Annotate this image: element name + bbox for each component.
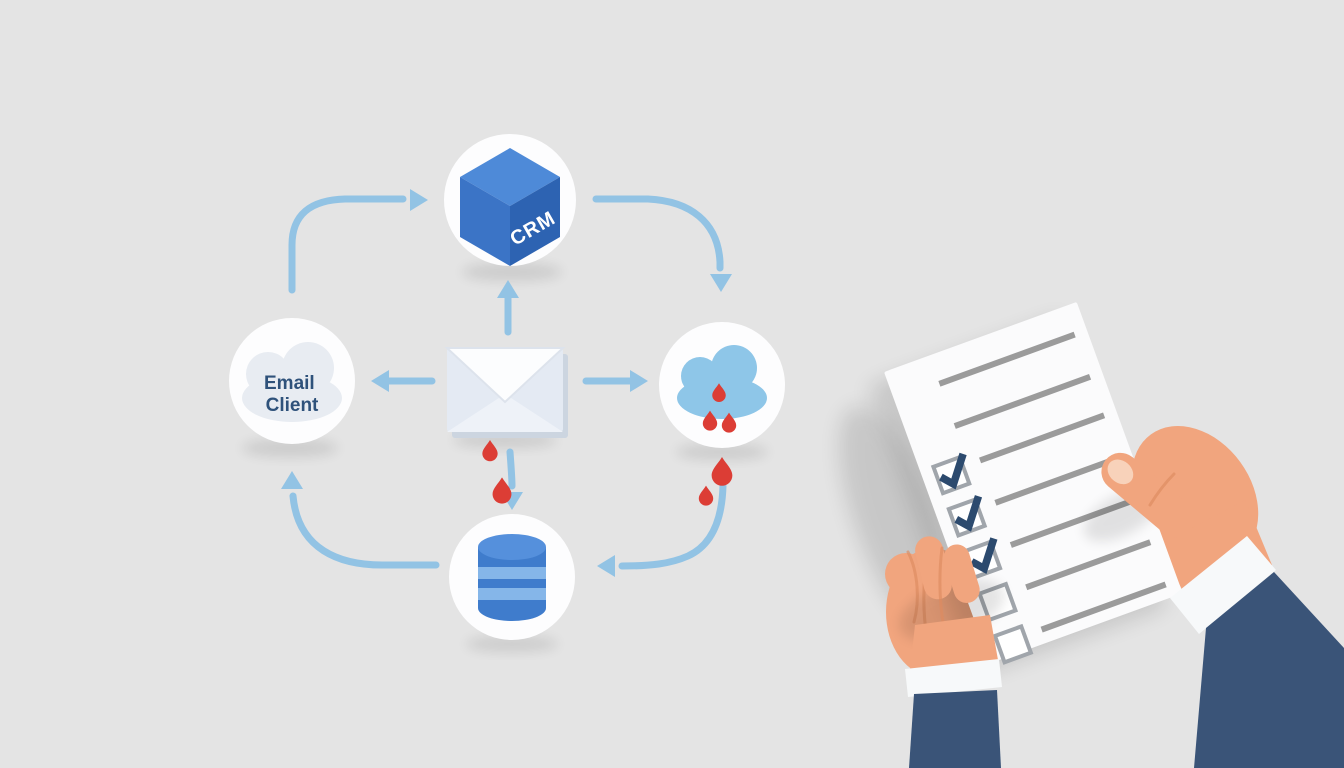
database-icon bbox=[478, 534, 546, 621]
flow-diagram: CRM Email Client bbox=[229, 134, 785, 652]
crm-shadow bbox=[462, 263, 562, 281]
checklist-illustration bbox=[839, 302, 1344, 768]
left-sleeve bbox=[909, 690, 1001, 768]
email-shadow bbox=[242, 439, 338, 457]
checkbox bbox=[992, 623, 1034, 665]
checklist-line bbox=[1040, 581, 1167, 633]
left-arm bbox=[905, 615, 1002, 768]
checkmark-icon bbox=[939, 452, 967, 490]
checklist-line bbox=[979, 412, 1106, 464]
email-client-label: Email Client bbox=[264, 373, 320, 416]
checklist-row bbox=[938, 331, 1076, 387]
checklist-line bbox=[953, 373, 1092, 429]
arrow-raincloud-to-database bbox=[597, 482, 727, 577]
arrow-envelope-to-email bbox=[371, 370, 436, 392]
rain-shadow bbox=[676, 444, 768, 460]
node-email-client: Email Client bbox=[229, 318, 355, 444]
thumbnail bbox=[1107, 459, 1134, 485]
right-thumb bbox=[1101, 452, 1195, 538]
arrow-crm-to-raincloud bbox=[592, 195, 732, 292]
checkmark-icon bbox=[954, 495, 983, 532]
checklist-line bbox=[1025, 539, 1152, 591]
arrow-email-to-crm bbox=[288, 189, 428, 294]
arrow-envelope-to-raincloud bbox=[582, 370, 648, 392]
envelope-icon bbox=[444, 347, 568, 438]
cloud-icon bbox=[242, 342, 342, 422]
cube-icon bbox=[460, 148, 560, 266]
checklist-line bbox=[994, 454, 1121, 506]
email-label-line2: Client bbox=[266, 395, 319, 416]
checklist-row bbox=[946, 454, 1121, 538]
checklist-line bbox=[938, 331, 1076, 387]
rain-cloud-icon bbox=[677, 345, 767, 419]
checklist-row bbox=[953, 373, 1092, 429]
node-database bbox=[449, 514, 575, 640]
left-cuff bbox=[905, 659, 1002, 697]
node-rain-cloud bbox=[659, 322, 785, 448]
left-wrist bbox=[910, 615, 998, 670]
checklist-row bbox=[930, 412, 1106, 496]
right-arm bbox=[1170, 536, 1344, 768]
arrow-database-to-email bbox=[281, 471, 440, 569]
right-cuff bbox=[1170, 536, 1276, 634]
right-sleeve bbox=[1194, 572, 1344, 768]
arrow-envelope-to-crm bbox=[497, 280, 519, 336]
email-label-line1: Email bbox=[264, 373, 315, 394]
checklist-row bbox=[992, 581, 1167, 665]
database-shadow bbox=[466, 636, 558, 652]
node-crm: CRM bbox=[444, 134, 576, 266]
checkmark-icon bbox=[969, 537, 998, 575]
